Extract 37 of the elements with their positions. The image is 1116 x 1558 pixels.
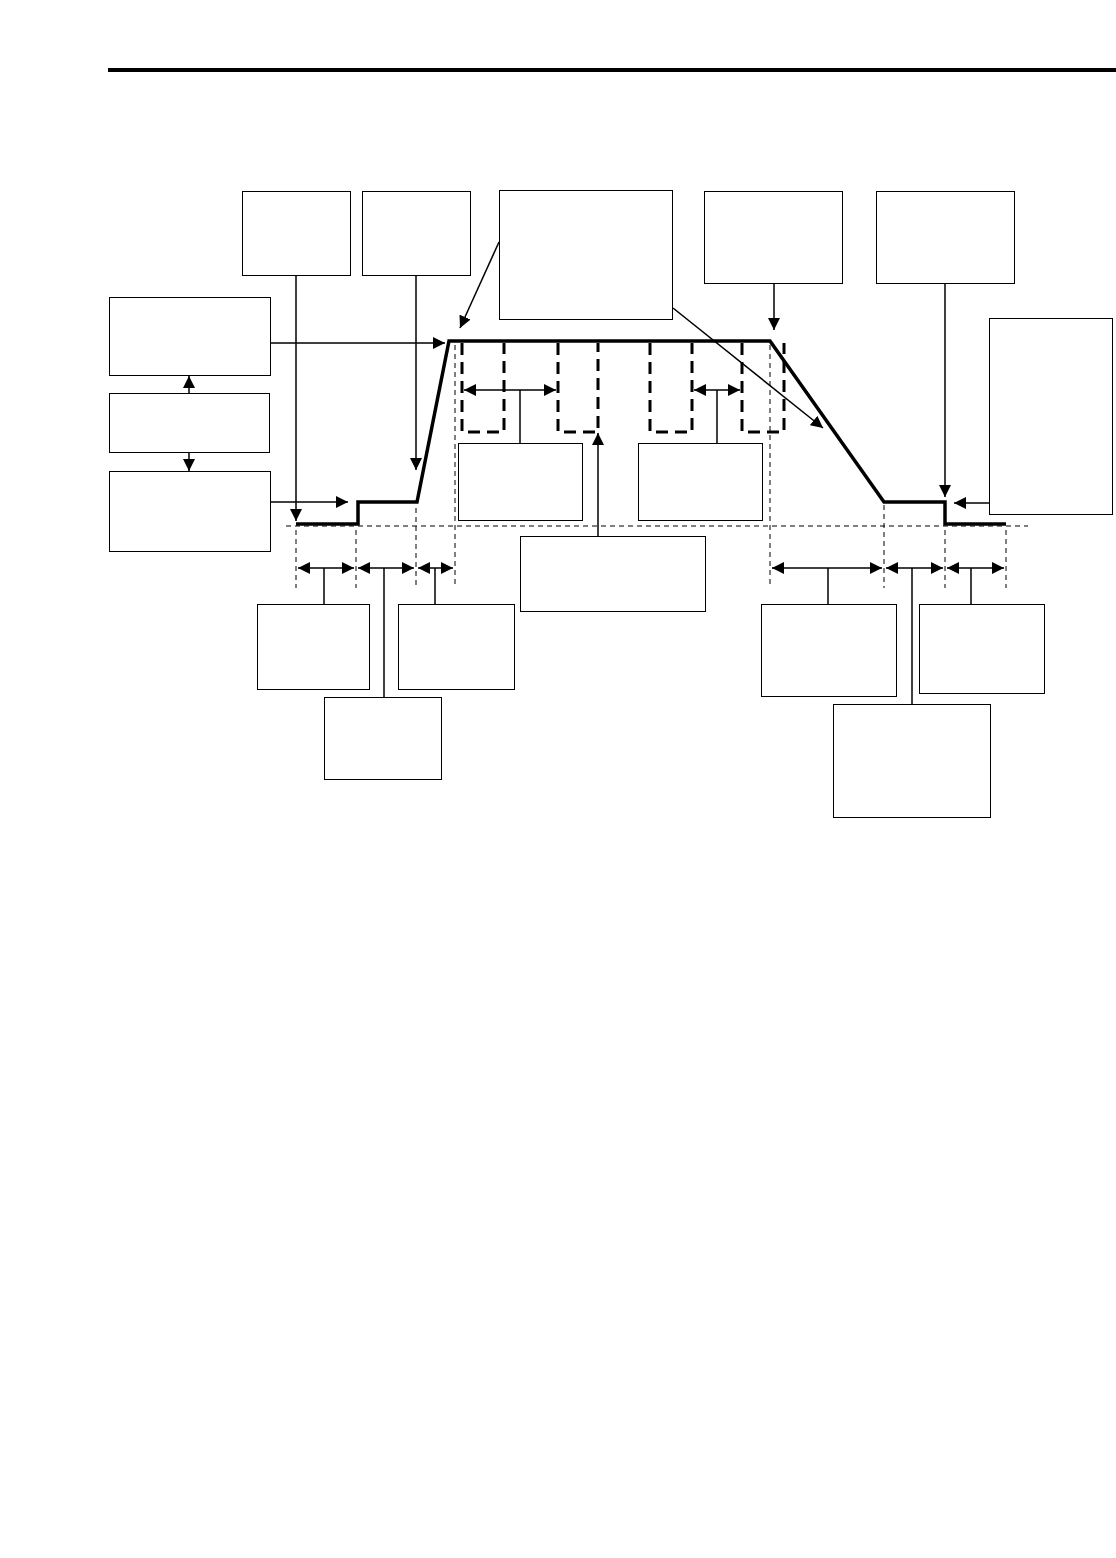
leader-line bbox=[911, 567, 913, 705]
arrow bbox=[290, 275, 302, 522]
callout-box bbox=[833, 704, 991, 818]
leader-line bbox=[323, 567, 325, 605]
callout-box bbox=[499, 190, 673, 320]
callout-box bbox=[242, 191, 351, 276]
arrow bbox=[270, 337, 446, 349]
waveform-plot bbox=[296, 339, 1006, 526]
callout-box bbox=[362, 191, 471, 276]
callout-box bbox=[257, 604, 370, 690]
arrow bbox=[183, 375, 195, 394]
arrow bbox=[768, 283, 780, 331]
leader-line bbox=[716, 389, 718, 444]
arrow bbox=[410, 275, 422, 471]
arrow bbox=[939, 283, 951, 498]
leader-line bbox=[970, 567, 972, 605]
arrow bbox=[953, 497, 990, 509]
callout-box bbox=[109, 297, 271, 376]
arrow bbox=[459, 241, 500, 329]
callout-box bbox=[989, 318, 1113, 515]
callout-box bbox=[398, 604, 515, 690]
arrow bbox=[183, 452, 195, 472]
callout-box bbox=[876, 191, 1015, 284]
callout-box bbox=[109, 393, 270, 453]
callout-box bbox=[109, 471, 271, 552]
leader-line bbox=[434, 567, 436, 605]
arrow bbox=[592, 432, 604, 537]
leader-line bbox=[827, 567, 829, 605]
callout-box bbox=[761, 604, 897, 697]
callout-box bbox=[704, 191, 843, 284]
arrow bbox=[672, 307, 824, 429]
callout-box bbox=[520, 536, 706, 612]
callout-box bbox=[324, 697, 442, 780]
arrow bbox=[270, 496, 349, 508]
leader-line bbox=[383, 567, 385, 698]
leader-line bbox=[519, 389, 521, 444]
callout-box bbox=[919, 604, 1045, 694]
